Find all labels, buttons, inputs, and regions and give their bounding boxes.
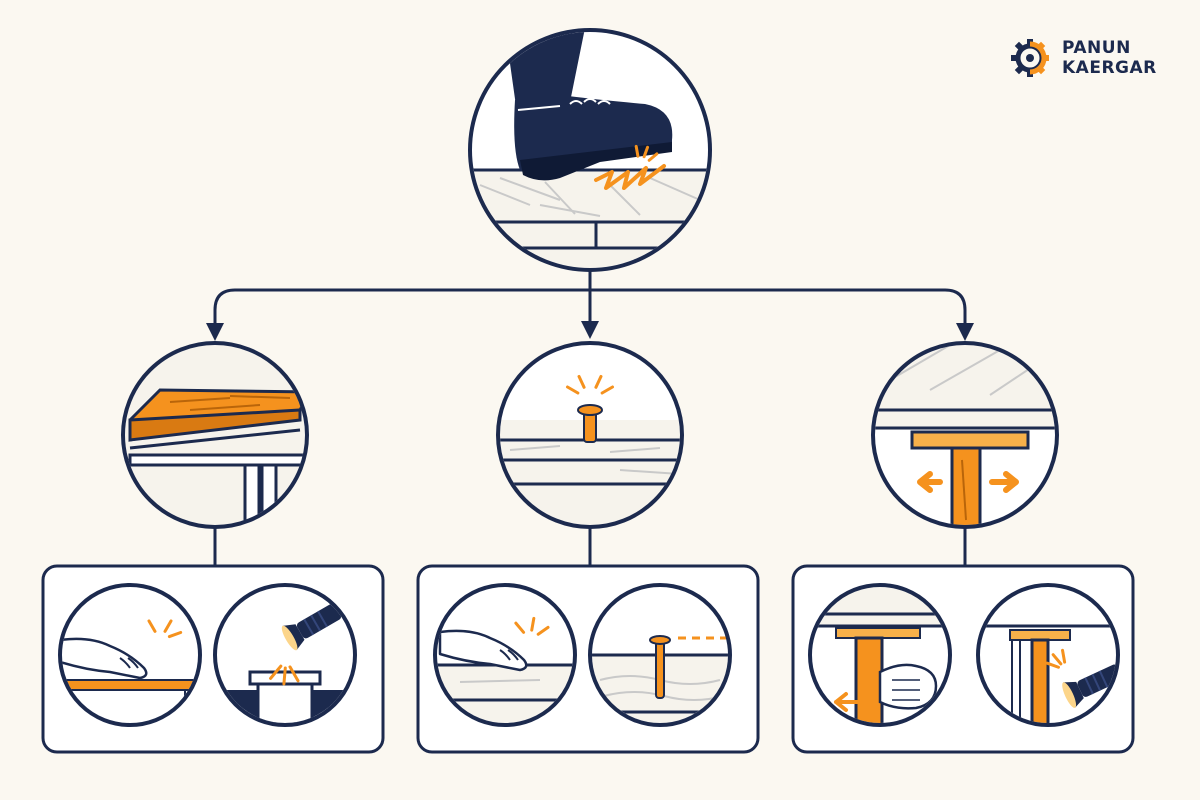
arrow-to-joist-gap — [590, 288, 974, 341]
loose-floorboard-icon — [121, 341, 309, 529]
gear-logo-icon — [1011, 39, 1049, 77]
hand-testing-joist-icon — [808, 583, 952, 727]
boot-stepping-on-squeaky-floor-icon — [468, 28, 712, 272]
popped-nail-icon — [496, 341, 684, 529]
brand-name: PANUN KAERGAR — [1062, 38, 1157, 78]
connector-lines — [206, 270, 974, 566]
joist-gap-icon — [871, 341, 1059, 529]
arrow-to-loose-board — [206, 288, 590, 341]
flashlight-inspecting-joist-icon — [213, 583, 357, 727]
brand-name-line1: PANUN — [1062, 38, 1131, 58]
flashlight-joist-gap-icon — [976, 583, 1120, 727]
hand-pressing-board-icon — [58, 583, 202, 727]
brand-logo: PANUN KAERGAR — [1008, 36, 1157, 80]
brand-name-line2: KAERGAR — [1062, 58, 1157, 78]
